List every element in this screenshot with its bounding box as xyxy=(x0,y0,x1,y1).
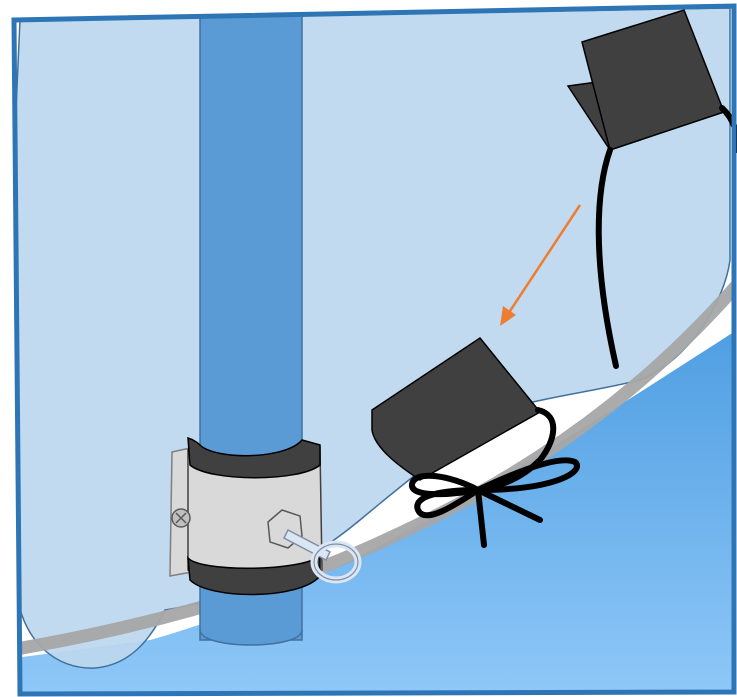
tarp-repair-illustration xyxy=(0,0,737,697)
